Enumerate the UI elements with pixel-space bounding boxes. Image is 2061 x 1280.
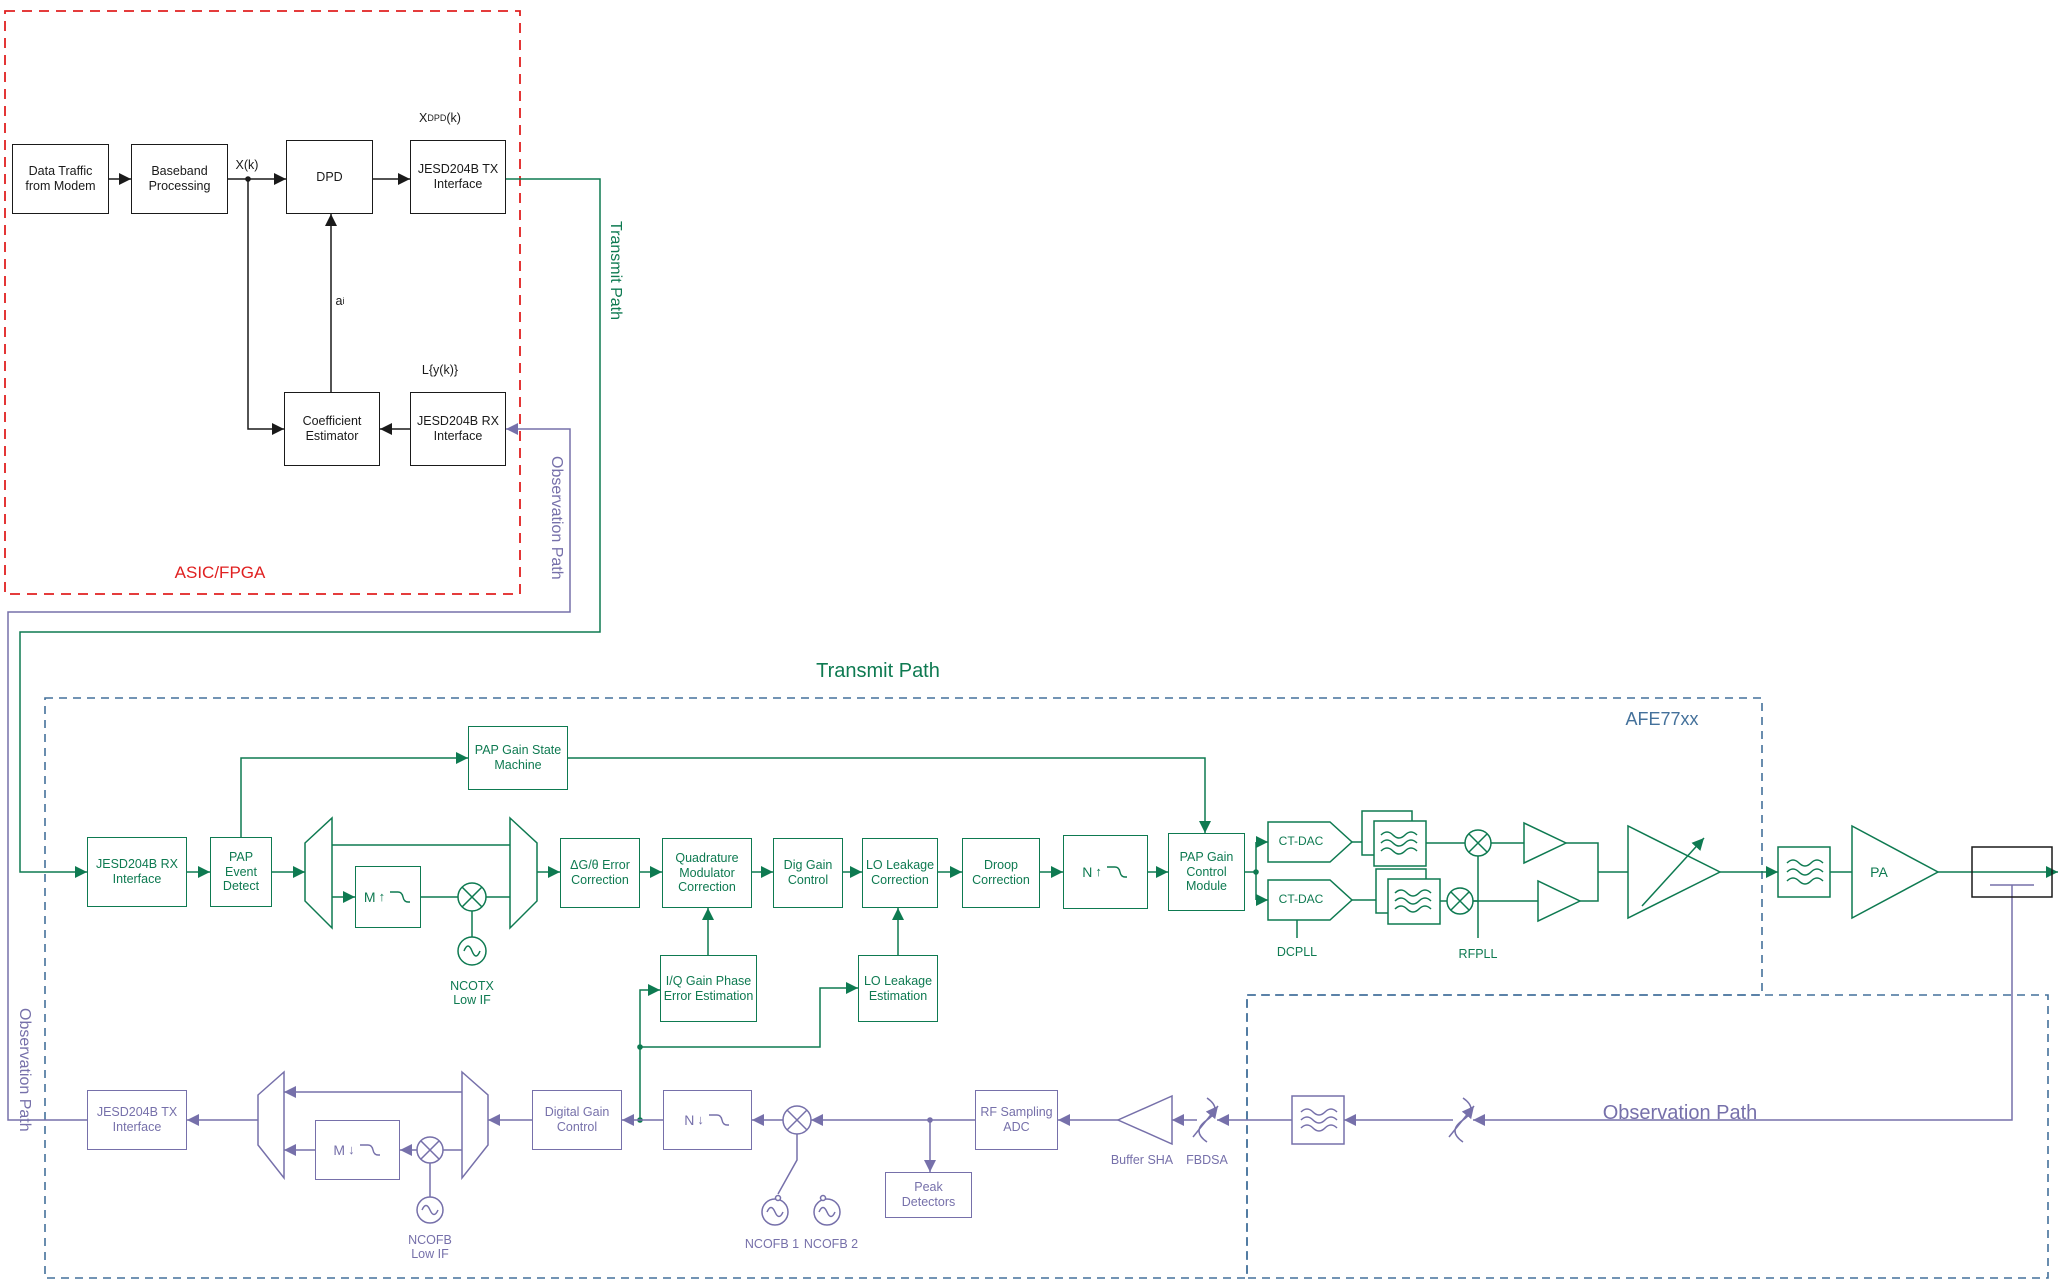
ct-dac1-shape: [1267, 821, 1354, 863]
baseband-processing-box: Baseband Processing: [131, 144, 228, 214]
tx-lowif-mixer: [457, 882, 487, 912]
tx-n-letter: N: [1082, 863, 1093, 880]
obs-jesd204b-tx-box: JESD204B TX Interface: [87, 1090, 187, 1150]
obs-n-arrow-icon: ↓: [697, 1112, 704, 1128]
dac-filter-1: [1361, 810, 1427, 867]
tx-variable-gain-amp: [1627, 824, 1722, 920]
pap-gain-control-module-box: PAP Gain Control Module: [1168, 833, 1245, 911]
lowpass-response-icon: [1106, 866, 1127, 878]
obs-decimate-m-box: M↓: [315, 1120, 400, 1180]
asic-jesd204b-rx-box: JESD204B RX Interface: [410, 392, 506, 466]
obs-mixer: [782, 1105, 812, 1135]
asic-wires: [109, 173, 410, 435]
tx-interpolate-m-box: M↑: [355, 866, 421, 928]
lo-leakage-correction-box: LO Leakage Correction: [862, 838, 938, 908]
obs-lowif-mixer: [416, 1136, 444, 1164]
dpd-box: DPD: [286, 140, 373, 214]
ncofb-lowif-oscillator: [416, 1196, 444, 1224]
ncotx-oscillator: [457, 936, 487, 966]
obs-mux-split: [461, 1070, 489, 1181]
iq-gain-phase-error-estimation-box: I/Q Gain Phase Error Estimation: [660, 955, 757, 1022]
lowpass-response-icon: [708, 1114, 729, 1126]
pap-gain-state-machine-box: PAP Gain State Machine: [468, 726, 568, 790]
obs-mux-combine: [257, 1070, 285, 1181]
lo-leakage-estimation-box: LO Leakage Estimation: [858, 955, 938, 1022]
obs-variable-attenuator: [1448, 1097, 1475, 1143]
ncofb1-oscillator: [761, 1198, 789, 1226]
peak-detectors-box: Peak Detectors: [885, 1172, 972, 1218]
dac-filter-2: [1375, 868, 1441, 925]
pap-event-detect-box: PAP Event Detect: [210, 837, 272, 907]
coefficient-estimator-box: Coefficient Estimator: [284, 392, 380, 466]
tx-mux-split: [304, 816, 333, 930]
tx-interpolate-n-box: N↑: [1063, 835, 1148, 909]
digital-gain-control-box: Digital Gain Control: [532, 1090, 622, 1150]
obs-n-letter: N: [684, 1111, 695, 1128]
tx-mux-combine: [509, 816, 538, 930]
rf-sampling-adc-box: RF Sampling ADC: [975, 1090, 1058, 1150]
ncofb2-oscillator: [813, 1198, 841, 1226]
tx-amp-1: [1523, 821, 1568, 865]
observation-wires: [7, 423, 2034, 1197]
obs-m-letter: M: [333, 1141, 346, 1158]
afe-region-outline: [44, 697, 2049, 1279]
asic-jesd204b-tx-box: JESD204B TX Interface: [410, 140, 506, 214]
obs-decimate-n-box: N↓: [663, 1090, 752, 1150]
droop-correction-box: Droop Correction: [962, 838, 1040, 908]
fbdsa-attenuator: [1192, 1097, 1219, 1143]
lowpass-response-icon: [359, 1144, 380, 1156]
buffer-sha-triangle: [1116, 1094, 1173, 1146]
lowpass-response-icon: [390, 891, 411, 903]
ct-dac2-shape: [1267, 879, 1354, 921]
afe-jesd204b-rx-box: JESD204B RX Interface: [87, 837, 187, 907]
tx-amp-2: [1537, 879, 1582, 923]
transmit-shapes: [304, 810, 1940, 966]
transmit-wires: [19, 178, 2058, 1123]
data-traffic-box: Data Traffic from Modem: [12, 144, 109, 214]
output-coupler: [1971, 846, 2053, 898]
tx-m-arrow-icon: ↑: [378, 889, 386, 905]
quadrature-modulator-correction-box: Quadrature Modulator Correction: [662, 838, 752, 908]
asic-region-outline: [4, 10, 521, 595]
pa-triangle: [1851, 824, 1940, 920]
tx-mixer-i: [1464, 829, 1492, 857]
obs-m-arrow-icon: ↓: [348, 1142, 355, 1158]
gain-phase-error-correction-box: ΔG/θ Error Correction: [560, 838, 640, 908]
tx-m-letter: M: [363, 888, 376, 905]
dig-gain-control-box: Dig Gain Control: [773, 838, 843, 908]
observation-shapes: [257, 1070, 1475, 1226]
pa-input-filter: [1777, 846, 1831, 898]
ncofb-switch-contacts: [774, 1194, 827, 1202]
tx-n-arrow-icon: ↑: [1095, 864, 1102, 880]
obs-input-filter: [1291, 1095, 1345, 1145]
tx-mixer-q: [1446, 887, 1474, 915]
